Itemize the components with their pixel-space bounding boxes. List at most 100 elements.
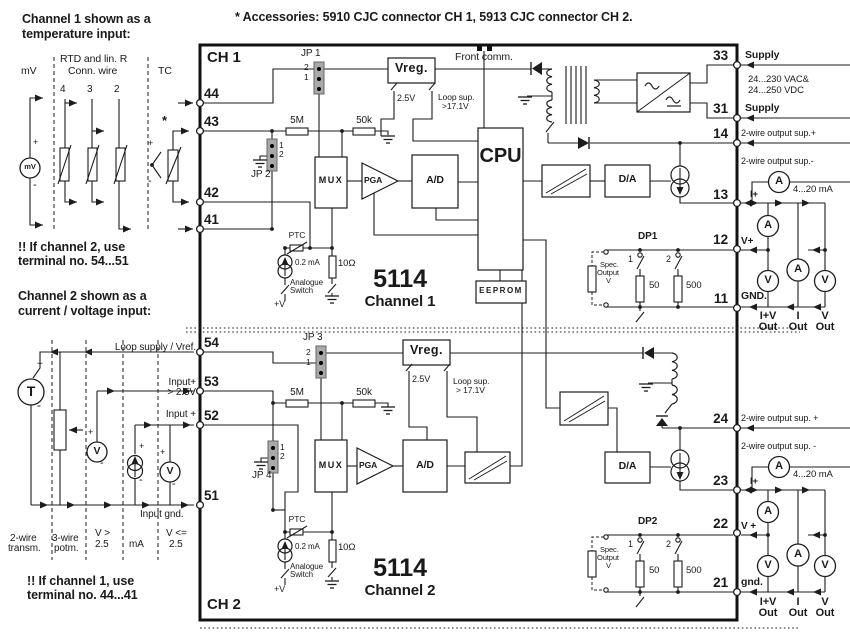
terminal — [195, 197, 205, 207]
wire — [373, 191, 478, 236]
switch-slash — [636, 540, 645, 555]
ch1-vreg-label: Vreg. — [394, 61, 429, 75]
ch1-col-v-out-label: Out — [815, 321, 835, 333]
wire — [151, 164, 162, 179]
vreg-box — [402, 339, 451, 366]
switch-slash — [280, 568, 290, 579]
terminal-13-number: 13 — [713, 187, 728, 202]
switch-slash — [664, 403, 673, 414]
accessories-note: * Accessories: 5910 CJC connector CH 1, … — [235, 10, 633, 24]
ch1-channel-label: Channel 1 — [364, 293, 436, 310]
ch2-ma-range-label: 4...20 mA — [793, 469, 833, 480]
supply-top-label: Supply — [745, 49, 780, 61]
ch2-title: CH 2 — [207, 596, 241, 613]
tc-plus-sign: + — [148, 138, 154, 148]
resistor — [285, 127, 309, 136]
dp1-r50-label: 50 — [649, 280, 660, 291]
ch1-vplus-label: V+ — [741, 236, 754, 247]
ch1-mux-label: MUX — [318, 175, 344, 185]
loop-supply-label: Loop supply / Vref. — [114, 342, 196, 353]
wire — [151, 151, 162, 166]
switch-slash — [165, 146, 182, 185]
ch2-col-v-out-label: Out — [815, 607, 835, 619]
dp2-spec-label3: V — [606, 561, 611, 570]
dp2-spec-label1: Spec. — [600, 545, 619, 554]
ch1-iplus-label: I+ — [750, 189, 758, 200]
junction-dot — [676, 533, 680, 537]
wire — [29, 97, 43, 158]
jumper-pin — [317, 67, 321, 71]
arrowhead — [104, 501, 112, 509]
switch-slash — [674, 255, 683, 270]
rtd-label-line1: RTD and lin. R — [60, 53, 128, 65]
resistor — [587, 550, 597, 578]
front-comm-label: Front comm. — [455, 51, 513, 63]
mux-box — [314, 439, 348, 493]
ch2-terminal-note1: !! If channel 1, use — [27, 574, 135, 588]
ch1-02ma-label: 0.2 mA — [295, 258, 320, 267]
rtd-label-line2: Conn. wire — [68, 65, 118, 77]
v2-meter-label: V — [166, 465, 174, 477]
junction-dot — [340, 129, 344, 133]
switch-slash — [405, 363, 413, 372]
terminal — [732, 198, 742, 208]
junction-dot — [638, 305, 642, 309]
jumper-pin — [271, 466, 275, 470]
ch2-col-v-label: V — [821, 596, 829, 608]
input-25-label1: Input+ — [168, 377, 197, 388]
current-source-circle — [670, 462, 690, 482]
jumper-pin — [317, 87, 321, 91]
arrowhead — [144, 421, 152, 429]
dp1-spec-label1: Spec. — [600, 260, 619, 269]
arrowhead — [107, 387, 115, 395]
resistor — [673, 560, 683, 588]
ch2-col-iv-label: I+V — [759, 596, 777, 608]
ch2-col-i-label: I — [796, 596, 800, 608]
dp2-spec-label2: Output — [597, 553, 619, 562]
jp3-label: JP 3 — [303, 332, 323, 343]
arrowhead — [142, 501, 150, 509]
meter-circle — [813, 554, 837, 578]
dp1-label: DP1 — [638, 231, 658, 242]
arrowhead — [183, 421, 191, 429]
resistor — [328, 255, 337, 279]
ch1-2wire-minus-label: 2-wire output sup.- — [741, 156, 814, 166]
transformer-coil — [593, 79, 600, 104]
wire — [679, 481, 733, 491]
rtd-wire-3: 3 — [87, 84, 93, 95]
arrowhead — [749, 531, 757, 539]
t-plus-sign: + — [37, 359, 43, 370]
jumper-pin — [319, 351, 323, 355]
terminal-53-number: 53 — [204, 374, 219, 389]
arrowhead — [786, 303, 794, 311]
wire — [679, 197, 733, 204]
terminal-14-number: 14 — [713, 126, 728, 141]
arrowhead — [35, 221, 43, 229]
meter-circle — [767, 170, 791, 194]
current-source-circle — [277, 538, 293, 554]
cpu-box — [477, 127, 524, 271]
switch-slash — [85, 144, 100, 185]
meter-circle — [86, 441, 108, 463]
junction-dot — [766, 533, 770, 537]
ch1-da-label: D/A — [618, 173, 637, 185]
ch1-ptc-label: PTC — [288, 230, 306, 240]
ch2-10ohm-label: 10Ω — [338, 542, 356, 553]
isolation-diagonal — [568, 400, 606, 423]
jp3-pin2-label: 2 — [306, 347, 311, 357]
arrowhead — [69, 198, 77, 206]
ch1-title: CH 1 — [207, 49, 241, 66]
junction-dot — [823, 248, 827, 252]
current-source-circle — [670, 449, 690, 469]
isolation-diagonal — [550, 173, 588, 195]
col-3wire-label1: 3-wire — [52, 533, 79, 544]
connector-circle — [603, 587, 609, 593]
terminal — [732, 244, 742, 254]
ch1-plusv-label: +V — [274, 299, 286, 309]
wire — [446, 371, 478, 452]
wire — [91, 178, 104, 203]
da-box — [604, 451, 651, 484]
da-box — [604, 164, 651, 198]
arrowhead — [813, 588, 821, 596]
arrowhead — [131, 456, 139, 464]
